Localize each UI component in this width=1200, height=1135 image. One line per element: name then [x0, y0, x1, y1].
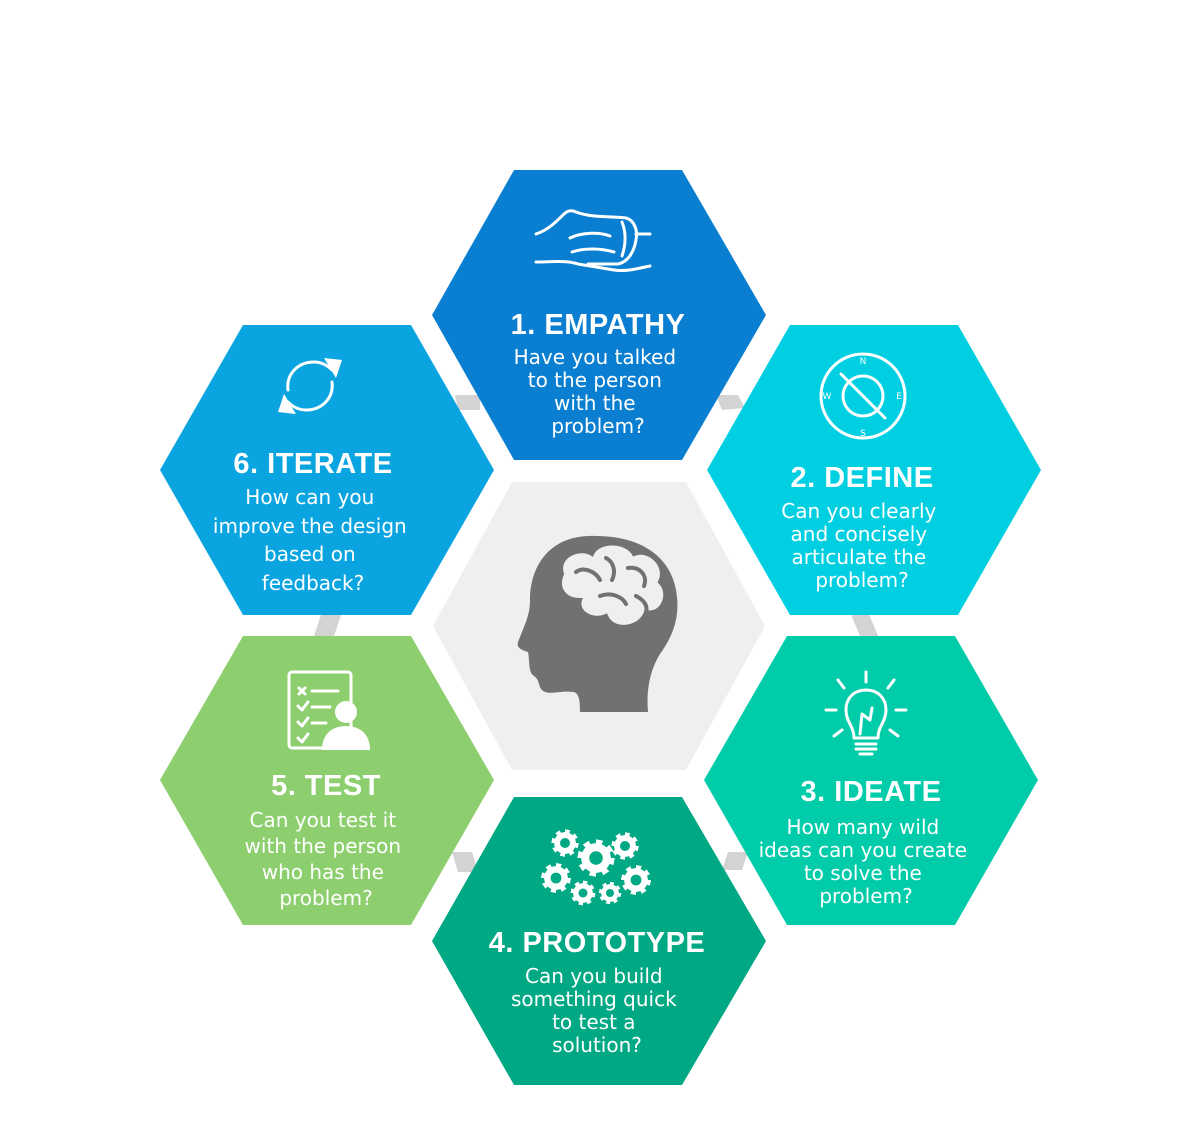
hex-test-line-2: with the person	[245, 834, 402, 858]
svg-text:W: W	[823, 392, 832, 402]
connector-iterate-empathy	[455, 395, 480, 410]
hex-test: 5. TEST Can you test it with the person …	[160, 636, 494, 925]
hex-define-shape	[707, 325, 1041, 615]
hex-iterate-shape	[160, 325, 494, 615]
hex-ideate-title: 3. IDEATE	[801, 776, 942, 808]
svg-text:S: S	[860, 429, 866, 439]
hex-define-line-2: and concisely	[791, 522, 928, 546]
center-hexagon	[433, 482, 765, 770]
hex-prototype-line-3: to test a	[552, 1010, 635, 1034]
hex-define-title: 2. DEFINE	[790, 462, 933, 494]
hand-icon	[534, 209, 652, 272]
hex-prototype: 4. PROTOTYPE Can you build something qui…	[432, 797, 766, 1085]
hex-iterate-title: 6. ITERATE	[233, 448, 392, 480]
hex-empathy-body: Have you talked to the person with the p…	[514, 345, 683, 438]
hex-prototype-line-1: Can you build	[525, 964, 663, 988]
head-brain-icon	[517, 535, 678, 712]
connector-define-ideate	[850, 612, 878, 636]
hex-prototype-body: Can you build something quick to test a …	[511, 964, 683, 1057]
hex-iterate-line-3: based on	[264, 542, 356, 566]
hex-prototype-title: 4. PROTOTYPE	[489, 927, 706, 959]
hex-iterate: 6. ITERATE How can you improve the desig…	[160, 325, 494, 615]
hex-prototype-line-4: solution?	[552, 1033, 642, 1057]
hex-iterate-body: How can you improve the design based on …	[213, 485, 413, 595]
hex-define-body: Can you clearly and concisely articulate…	[781, 499, 942, 592]
hex-define-line-4: problem?	[815, 568, 908, 592]
connector-ideate-prototype	[722, 852, 748, 870]
hex-ideate: 3. IDEATE How many wild ideas can you cr…	[704, 636, 1038, 925]
cycle-arrows-icon	[278, 358, 342, 414]
hex-define: N S W E 2. DEFINE Can you clearly and co…	[707, 325, 1041, 615]
hex-iterate-line-4: feedback?	[262, 571, 365, 595]
hex-test-title: 5. TEST	[271, 770, 381, 802]
connector-test-iterate	[314, 612, 342, 636]
hex-iterate-line-2: improve the design	[213, 514, 407, 538]
hex-ideate-line-1: How many wild	[786, 815, 939, 839]
hex-iterate-line-1: How can you	[245, 485, 374, 509]
hex-test-line-4: problem?	[279, 886, 372, 910]
hex-test-line-3: who has the	[262, 860, 384, 884]
svg-text:E: E	[896, 392, 902, 402]
hex-empathy-shape	[432, 170, 766, 460]
connectors	[314, 395, 878, 872]
connector-prototype-test	[452, 852, 478, 872]
hex-define-line-1: Can you clearly	[781, 499, 936, 523]
lightbulb-icon	[824, 670, 908, 756]
hex-empathy-line-3: with the	[554, 391, 636, 415]
hex-test-shape	[160, 636, 494, 925]
hex-ideate-line-3: to solve the	[804, 861, 922, 885]
hex-empathy-line-2: to the person	[528, 368, 662, 392]
hex-test-body: Can you test it with the person who has …	[245, 808, 408, 910]
brain-icon	[558, 541, 668, 629]
checklist-person-icon	[287, 670, 370, 750]
gears-icon	[541, 829, 651, 906]
connector-empathy-define	[716, 395, 745, 410]
hex-test-line-1: Can you test it	[250, 808, 397, 832]
hex-prototype-line-2: something quick	[511, 987, 677, 1011]
compass-icon: N S W E	[819, 352, 907, 440]
svg-text:N: N	[860, 357, 867, 367]
hex-empathy-title: 1. EMPATHY	[511, 309, 686, 341]
hex-ideate-body: How many wild ideas can you create to so…	[759, 815, 974, 908]
hex-define-line-3: articulate the	[791, 545, 926, 569]
hex-empathy-line-1: Have you talked	[514, 345, 676, 369]
hex-prototype-shape	[432, 797, 766, 1085]
hex-ideate-line-4: problem?	[819, 884, 912, 908]
hex-empathy: 1. EMPATHY Have you talked to the person…	[432, 170, 766, 460]
hex-ideate-line-2: ideas can you create	[759, 838, 967, 862]
hex-ideate-shape	[704, 636, 1038, 925]
hex-empathy-line-4: problem?	[551, 414, 644, 438]
